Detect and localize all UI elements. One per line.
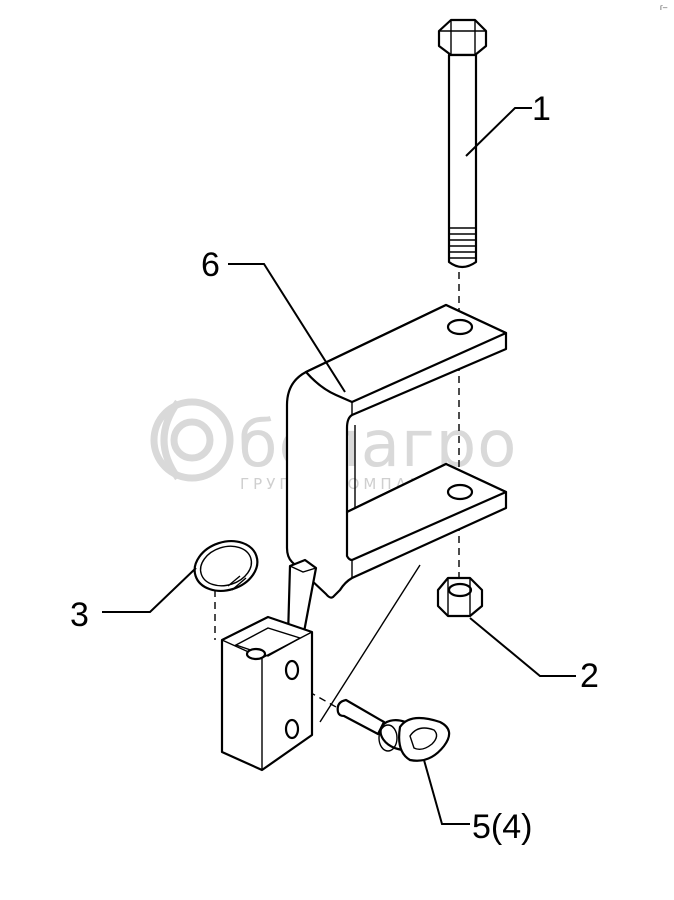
- bolt-part: [437, 18, 488, 269]
- watermark-brand-text: белагро: [238, 408, 517, 482]
- callout-label-6: 6: [201, 246, 220, 284]
- callout-leaders: [102, 107, 576, 825]
- callout-label-3: 3: [70, 596, 89, 634]
- pin-part: [336, 698, 451, 762]
- snap-ring-part: [193, 540, 259, 592]
- callout-label-1: 1: [532, 90, 551, 128]
- bracket-part: [285, 303, 508, 599]
- nut-part: [436, 576, 484, 618]
- callout-label-2: 2: [580, 657, 599, 695]
- brand-watermark: белагро ГРУППА КОМПАНИЙ: [150, 398, 517, 493]
- clip-block: [220, 564, 421, 772]
- callout-label-5-4: 5(4): [472, 808, 532, 846]
- brand-logo-icon: [150, 398, 234, 482]
- corner-mark: г–: [660, 3, 668, 12]
